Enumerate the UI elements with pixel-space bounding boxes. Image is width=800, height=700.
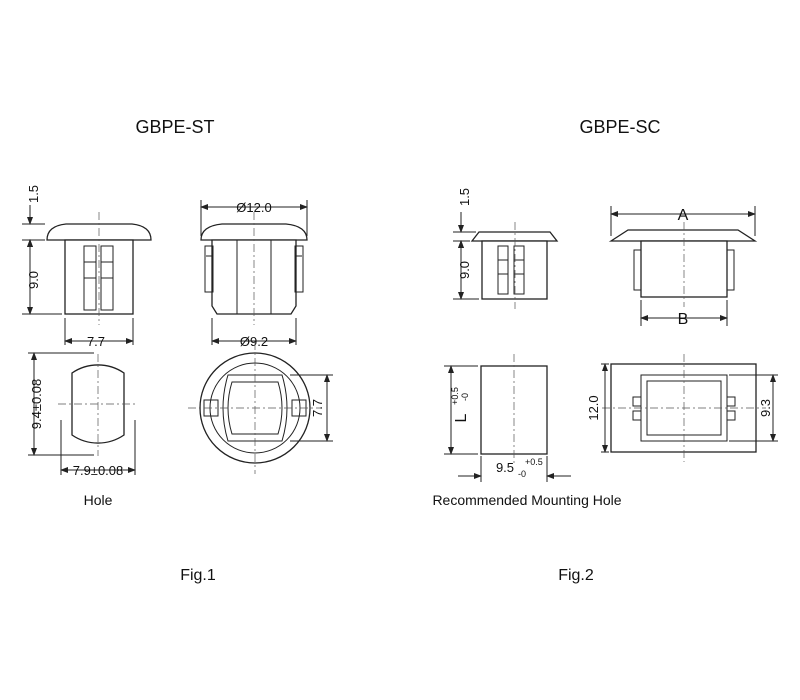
fig1-dim-cap-height: 1.5 xyxy=(26,185,41,203)
fig2-dim-l: L xyxy=(453,413,470,422)
fig2-dim-hole-width-tol-minus: -0 xyxy=(518,469,526,479)
fig1-side-dims xyxy=(22,205,134,345)
fig1-dim-body-dia: Ø9.2 xyxy=(240,334,268,349)
fig2-dim-hole-width: 9.5 xyxy=(496,460,514,475)
fig1-bottom-dims xyxy=(290,374,333,442)
fig2-dim-bottom-inner: 9.3 xyxy=(758,399,773,417)
fig2-front-dims xyxy=(610,206,756,326)
fig1-hole-label: Hole xyxy=(84,492,113,508)
fig1-front-view xyxy=(200,212,308,325)
fig1-dim-head-dia: Ø12.0 xyxy=(236,200,271,215)
fig2-bottom-dims xyxy=(601,363,778,453)
fig2-bottom-view xyxy=(602,354,766,462)
fig2-hole-shape xyxy=(480,354,548,466)
fig1-caption: Fig.1 xyxy=(180,567,216,584)
fig2-hole-dims xyxy=(444,365,571,482)
fig2-caption: Fig.2 xyxy=(558,567,594,584)
fig2-front-view xyxy=(608,222,758,307)
fig2-dim-cap-height: 1.5 xyxy=(457,188,472,206)
fig1-dim-bottom-height: 7.7 xyxy=(310,399,325,417)
fig2-dim-l-tol-minus: -0 xyxy=(460,393,470,401)
fig1-hole-shape xyxy=(58,354,138,456)
fig2-dim-l-tol-plus: +0.5 xyxy=(450,387,460,405)
fig2-dim-bottom-height: 12.0 xyxy=(586,395,601,420)
fig1-dim-body-height: 9.0 xyxy=(26,271,41,289)
fig1-bottom-view xyxy=(188,342,322,474)
fig2-title: GBPE-SC xyxy=(579,117,660,137)
fig2-mount-label: Recommended Mounting Hole xyxy=(432,492,621,508)
fig1-front-dims xyxy=(200,200,308,345)
fig1-dim-side-width: 7.7 xyxy=(87,334,105,349)
fig1-dim-hole-width: 7.9±0.08 xyxy=(73,463,124,478)
fig2-dim-b: B xyxy=(678,311,689,328)
fig1-title: GBPE-ST xyxy=(135,117,214,137)
fig2-side-view xyxy=(470,222,559,309)
fig1-hole-dims xyxy=(28,352,136,475)
fig2-dim-body-height: 9.0 xyxy=(457,261,472,279)
fig1-dim-hole-height: 9.4±0.08 xyxy=(29,379,44,430)
fig2-dim-a: A xyxy=(678,207,689,224)
fig1-side-view xyxy=(46,212,152,325)
fig2-dim-hole-width-tol-plus: +0.5 xyxy=(525,457,543,467)
fig2-side-dims xyxy=(453,212,479,300)
